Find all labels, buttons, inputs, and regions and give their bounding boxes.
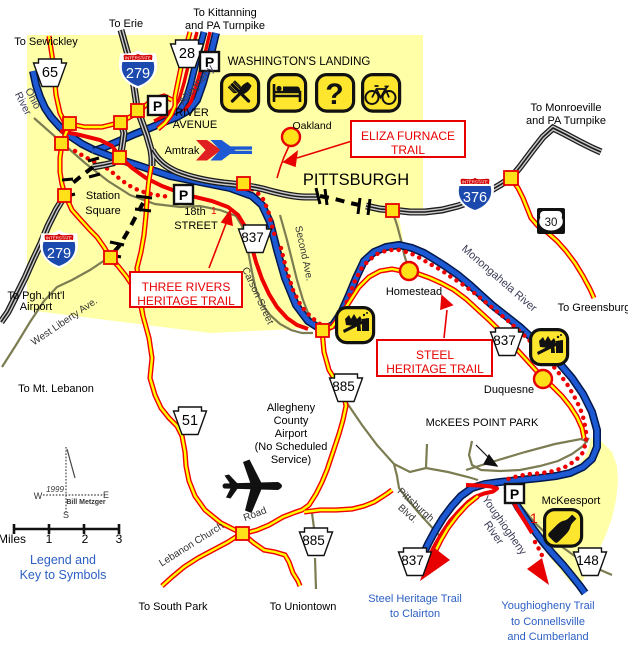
- svg-text:Service): Service): [271, 454, 311, 466]
- svg-text:(No Scheduled: (No Scheduled: [255, 441, 328, 453]
- svg-text:837: 837: [241, 230, 264, 245]
- svg-text:TRAIL: TRAIL: [391, 143, 425, 157]
- svg-text:PITTSBURGH: PITTSBURGH: [303, 171, 409, 189]
- svg-text:30: 30: [545, 217, 558, 229]
- svg-text:3: 3: [116, 532, 123, 546]
- svg-text:Youghiogheny Trail: Youghiogheny Trail: [501, 600, 594, 612]
- svg-text:To South Park: To South Park: [138, 601, 208, 613]
- svg-text:885: 885: [302, 533, 325, 548]
- svg-text:To Mt. Lebanon: To Mt. Lebanon: [18, 383, 94, 395]
- svg-text:and PA Turnpike: and PA Turnpike: [185, 20, 265, 32]
- svg-text:and Cumberland: and Cumberland: [507, 631, 588, 643]
- svg-text:STREET: STREET: [174, 220, 218, 232]
- svg-text:to Connellsville: to Connellsville: [511, 616, 585, 628]
- svg-text:To Sewickley: To Sewickley: [14, 36, 78, 48]
- svg-text:1: 1: [530, 510, 538, 526]
- svg-text:Airport: Airport: [20, 301, 52, 313]
- svg-text:1: 1: [211, 206, 217, 217]
- svg-text:Allegheny: Allegheny: [267, 402, 316, 414]
- svg-text:Amtrak: Amtrak: [165, 145, 200, 157]
- svg-text:Oakland: Oakland: [292, 120, 331, 132]
- svg-text:837: 837: [401, 553, 424, 568]
- svg-text:885: 885: [332, 379, 355, 394]
- svg-text:HERITAGE TRAIL: HERITAGE TRAIL: [386, 362, 484, 376]
- svg-text:Station: Station: [86, 190, 120, 202]
- svg-text:W: W: [34, 491, 43, 501]
- svg-text:18th: 18th: [184, 206, 205, 218]
- svg-text:837: 837: [493, 333, 516, 348]
- svg-text:to Clairton: to Clairton: [390, 608, 440, 620]
- svg-text:1: 1: [46, 532, 53, 546]
- svg-text:Key to Symbols: Key to Symbols: [20, 568, 107, 582]
- svg-text:To Monroeville: To Monroeville: [531, 102, 602, 114]
- svg-text:WASHINGTON'S LANDING: WASHINGTON'S LANDING: [228, 56, 371, 68]
- svg-text:2: 2: [82, 532, 89, 546]
- svg-text:AVENUE: AVENUE: [173, 119, 217, 131]
- svg-text:376: 376: [463, 190, 487, 206]
- svg-text:Legend and: Legend and: [30, 553, 96, 567]
- svg-text:To Kittanning: To Kittanning: [193, 7, 257, 19]
- svg-text:Homestead: Homestead: [386, 286, 442, 298]
- svg-text:and PA Turnpike: and PA Turnpike: [526, 115, 606, 127]
- svg-text:Bill Metzger: Bill Metzger: [66, 499, 106, 506]
- svg-text:To Pgh. Int'l: To Pgh. Int'l: [7, 290, 64, 302]
- svg-text:McKeesport: McKeesport: [542, 495, 601, 507]
- svg-text:STEEL: STEEL: [416, 348, 454, 362]
- svg-text:Square: Square: [85, 205, 120, 217]
- svg-text:Duquesne: Duquesne: [484, 384, 534, 396]
- svg-text:THREE RIVERS: THREE RIVERS: [142, 280, 231, 294]
- svg-text:Airport: Airport: [275, 428, 307, 440]
- svg-text:To Erie: To Erie: [109, 18, 143, 30]
- svg-text:279: 279: [126, 66, 150, 82]
- svg-text:To Greensburg: To Greensburg: [558, 302, 628, 314]
- svg-text:148: 148: [576, 553, 599, 568]
- svg-text:51: 51: [182, 413, 198, 429]
- svg-text:To Uniontown: To Uniontown: [270, 601, 337, 613]
- svg-text:E: E: [103, 490, 109, 500]
- svg-text:S: S: [63, 510, 69, 520]
- svg-text:279: 279: [47, 246, 71, 262]
- svg-text:County: County: [274, 415, 309, 427]
- svg-text:RIVER: RIVER: [175, 107, 209, 119]
- svg-text:Miles: Miles: [0, 532, 26, 546]
- svg-text:?: ?: [325, 78, 343, 111]
- svg-text:ELIZA FURNACE: ELIZA FURNACE: [361, 129, 455, 143]
- svg-text:McKEES POINT PARK: McKEES POINT PARK: [426, 417, 539, 429]
- svg-text:28: 28: [179, 46, 195, 62]
- svg-text:1999: 1999: [46, 485, 64, 494]
- svg-text:HERITAGE TRAIL: HERITAGE TRAIL: [137, 294, 235, 308]
- svg-text:Steel Heritage Trail: Steel Heritage Trail: [368, 593, 462, 605]
- svg-text:65: 65: [42, 65, 58, 81]
